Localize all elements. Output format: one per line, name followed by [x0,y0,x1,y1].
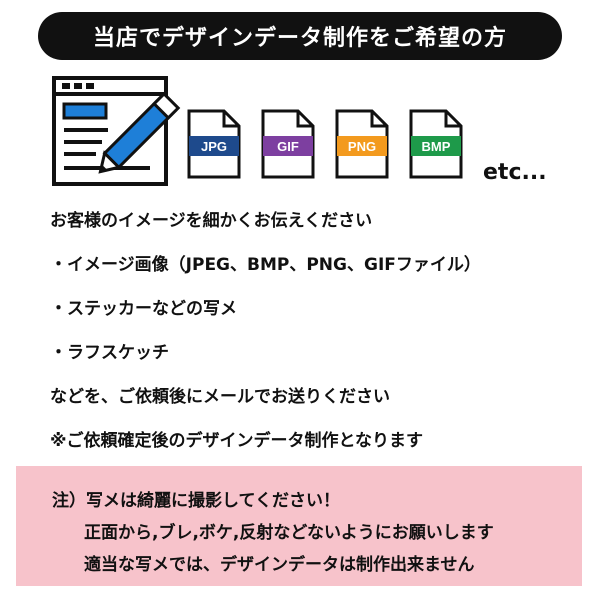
etc-label: etc... [483,160,547,185]
note-line-photo-clean: 注）写メは綺麗に撮影してください！ [52,491,340,511]
body-line-send: などを、ご依頼後にメールでお送りください [50,387,390,407]
gif-file-label: GIF [277,139,299,154]
body-line-sketch: ・ラフスケッチ [50,343,169,363]
document-edit-icon [52,76,181,186]
note-line-warning: 適当な写メでは、デザインデータは制作出来ません [84,555,475,575]
jpg-file-label-bg [189,136,239,156]
png-file-icon: PNG [335,109,389,179]
note-box [16,466,582,586]
bmp-file-label: BMP [422,139,451,154]
page-title: 当店でデザインデータ制作をご希望の方 [92,26,507,51]
jpg-file-label: JPG [201,139,227,154]
bmp-file-icon: BMP [409,109,463,179]
jpg-file-icon: JPG [187,109,241,179]
body-line-photos: ・ステッカーなどの写メ [50,299,237,319]
body-line-images: ・イメージ画像（JPEG、BMP、PNG、GIFファイル） [50,255,481,275]
note-line-front: 正面から,ブレ,ボケ,反射などないようにお願いします [84,523,494,543]
png-file-label: PNG [348,139,376,154]
body-line-confirm: ※ご依頼確定後のデザインデータ制作となります [50,431,424,451]
gif-file-icon: GIF [261,109,315,179]
body-line-request: お客様のイメージを細かくお伝えください [50,211,373,231]
title-banner: 当店でデザインデータ制作をご希望の方 [38,12,562,60]
